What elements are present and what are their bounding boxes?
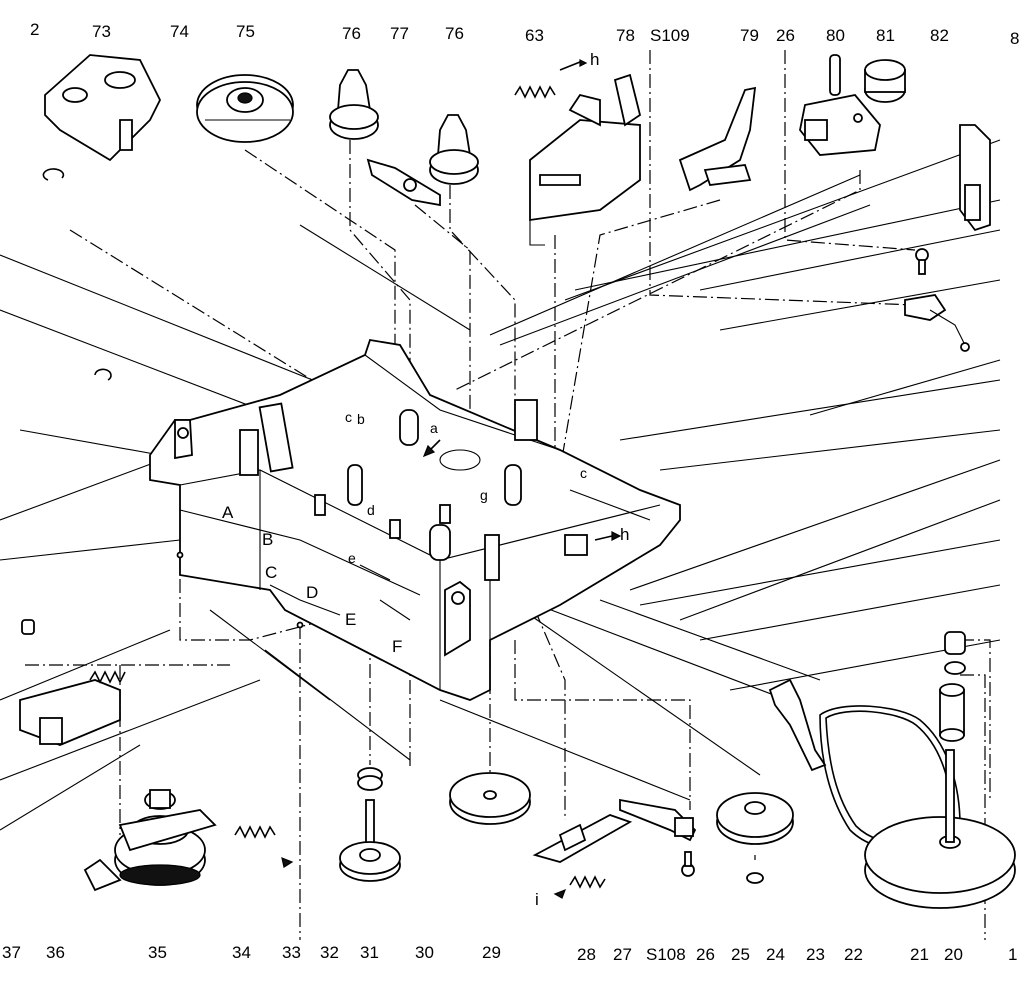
part-27-lever (532, 814, 633, 863)
part-21-capstan (939, 683, 965, 742)
marker-C: C (265, 563, 277, 582)
part-28-spring (553, 875, 606, 899)
part-23-arm (768, 678, 827, 772)
part-36-slider (19, 670, 126, 746)
part-73-bracket (44, 54, 162, 162)
label-37: 37 (2, 943, 21, 962)
label-36: 36 (46, 943, 65, 962)
part-small-bearing (944, 631, 966, 675)
label-33: 33 (282, 943, 301, 962)
part-78-slide-plate (529, 73, 642, 246)
label-79: 79 (740, 26, 759, 45)
main-chassis (149, 338, 681, 701)
arrows (422, 439, 622, 541)
label-20: 20 (944, 945, 963, 964)
marker-E: E (345, 610, 356, 629)
label-76-right: 76 (445, 24, 464, 43)
label-77: 77 (390, 24, 409, 43)
label-63: 63 (525, 26, 544, 45)
label-76-left: 76 (342, 24, 361, 43)
label-s108: S108 (646, 945, 686, 964)
part-8-bracket (959, 124, 991, 232)
label-75: 75 (236, 22, 255, 41)
bottom-labels: 37 36 35 34 33 32 31 30 29 28 27 S108 26… (2, 943, 1017, 964)
marker-c-right: c (580, 465, 587, 481)
label-28: 28 (577, 945, 596, 964)
part-76-spindle-left (329, 69, 379, 140)
label-78: 78 (616, 26, 635, 45)
label-31: 31 (360, 943, 379, 962)
part-32-collar (357, 767, 383, 791)
part-24-gear (716, 792, 794, 845)
marker-D: D (306, 583, 318, 602)
label-74: 74 (170, 22, 189, 41)
label-81: 81 (876, 26, 895, 45)
marker-i: i (535, 890, 539, 909)
part-82-holder (799, 94, 881, 156)
label-32: 32 (320, 943, 339, 962)
label-25: 25 (731, 945, 750, 964)
part-77-lever (366, 158, 441, 207)
label-82: 82 (930, 26, 949, 45)
top-labels: 2 73 74 75 76 77 76 63 78 S109 79 26 80 … (30, 20, 1019, 48)
label-27: 27 (613, 945, 632, 964)
part-81-roller (864, 59, 906, 103)
part-e-ring-left (94, 368, 112, 381)
label-23: 23 (806, 945, 825, 964)
label-8: 8 (1010, 29, 1019, 48)
marker-h-right: h (620, 525, 629, 544)
part-76-spindle-right (429, 114, 479, 185)
label-z: 2 (30, 20, 39, 39)
marker-c-left: c (345, 409, 352, 425)
label-22: 22 (844, 945, 863, 964)
label-73: 73 (92, 22, 111, 41)
part-79-arm (678, 86, 757, 192)
part-29-gear (449, 772, 531, 825)
letter-markers: A B C D E F a b c c d e g h h i (222, 50, 629, 909)
part-63-spring (514, 59, 588, 99)
label-80: 80 (826, 26, 845, 45)
label-26-bottom: 26 (696, 945, 715, 964)
part-s109-switch (904, 294, 970, 352)
part-20-flywheel (864, 749, 1016, 909)
marker-b: b (357, 411, 365, 427)
label-30: 30 (415, 943, 434, 962)
label-24: 24 (766, 945, 785, 964)
part-75-gear (196, 74, 294, 143)
label-26-top: 26 (776, 26, 795, 45)
part-s108-switch (619, 798, 697, 842)
marker-a: a (430, 420, 438, 436)
marker-A: A (222, 503, 234, 522)
marker-e: e (348, 550, 356, 566)
marker-h-top: h (590, 50, 599, 69)
label-21: 21 (910, 945, 929, 964)
marker-d: d (367, 502, 375, 518)
marker-B: B (262, 530, 273, 549)
part-26-screw-bottom (681, 851, 695, 877)
part-37-screw (21, 619, 35, 635)
marker-F: F (392, 637, 402, 656)
part-25-washer (746, 872, 764, 884)
label-29: 29 (482, 943, 501, 962)
label-1: 1 (1008, 945, 1017, 964)
label-s109: S109 (650, 26, 690, 45)
part-80-pin (829, 54, 841, 96)
label-34: 34 (232, 943, 251, 962)
part-26-screw-top (915, 248, 929, 275)
label-35: 35 (148, 943, 167, 962)
part-31-flywheel (339, 799, 401, 882)
marker-g: g (480, 487, 488, 503)
part-35-pulley-assembly (83, 789, 217, 892)
part-74-clip (42, 168, 65, 181)
part-34-spring (234, 825, 294, 868)
